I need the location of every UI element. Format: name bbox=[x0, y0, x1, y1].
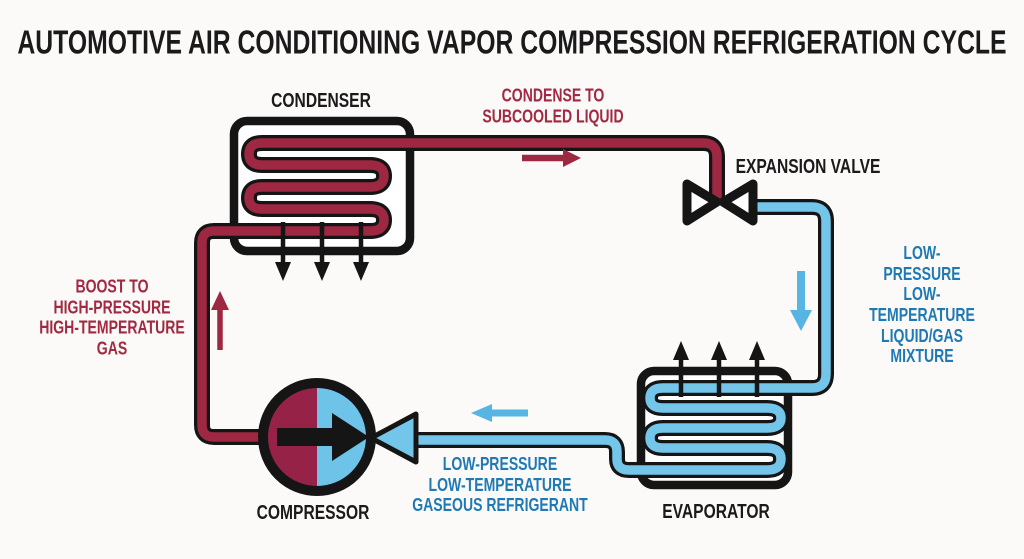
low-pressure-pipe bbox=[368, 199, 834, 478]
page-title: AUTOMOTIVE AIR CONDITIONING VAPOR COMPRE… bbox=[17, 23, 1007, 61]
condenser-airflow-arrows-icon bbox=[275, 222, 369, 281]
evaporator-airflow-arrows-icon bbox=[673, 341, 765, 397]
gaseous-refrigerant-annotation: LOW-PRESSURE LOW-TEMPERATURE GASEOUS REF… bbox=[412, 453, 588, 516]
compressor-icon bbox=[258, 378, 376, 496]
flow-arrow-right-icon bbox=[522, 149, 581, 167]
high-pressure-pipe bbox=[194, 135, 725, 445]
compression-arrow-icon bbox=[277, 413, 369, 461]
expansion-valve-icon bbox=[682, 179, 758, 226]
condenser-label: CONDENSER bbox=[271, 90, 371, 113]
expansion-valve-label: EXPANSION VALVE bbox=[735, 156, 881, 179]
evaporator-label: EVAPORATOR bbox=[662, 501, 770, 524]
flow-arrow-down-icon bbox=[790, 271, 812, 331]
compressor-label: COMPRESSOR bbox=[256, 502, 370, 525]
suction-arrowhead-icon bbox=[368, 411, 419, 465]
boost-annotation: BOOST TO HIGH-PRESSURE HIGH-TEMPERATURE … bbox=[39, 276, 185, 359]
flow-arrow-left-icon bbox=[471, 404, 528, 422]
flow-arrow-up-icon bbox=[211, 291, 229, 350]
liquid-gas-mixture-annotation: LOW-PRESSURE LOW-TEMPERATURE LIQUID/GAS … bbox=[869, 242, 975, 367]
condense-annotation: CONDENSE TO SUBCOOLED LIQUID bbox=[482, 85, 624, 126]
